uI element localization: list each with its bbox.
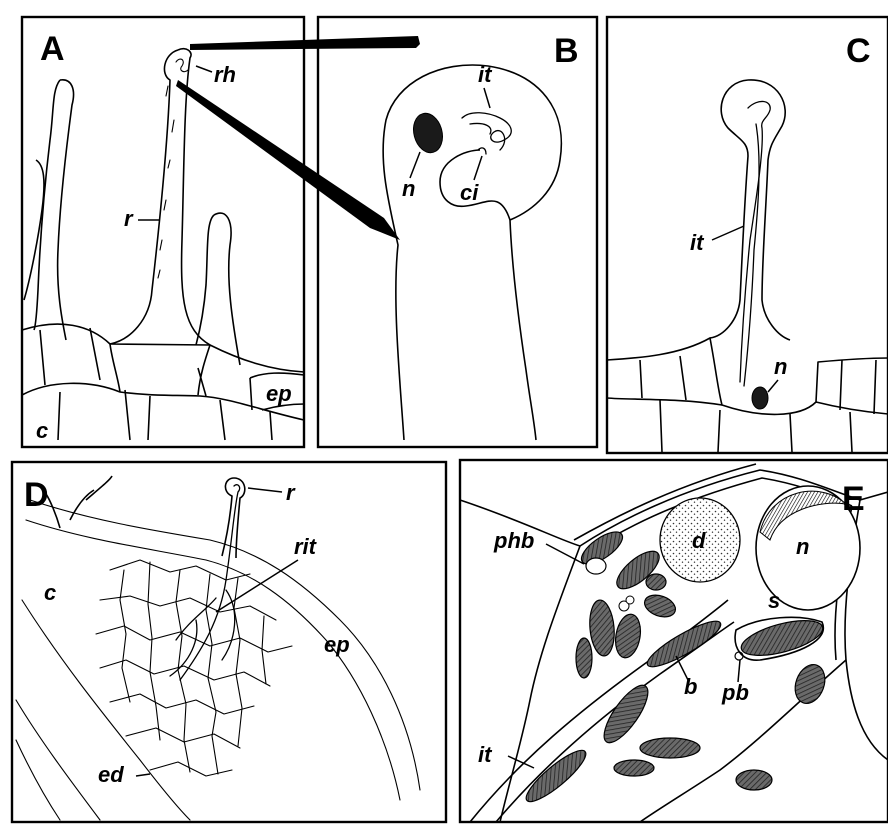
panel-e-letter: E — [842, 480, 865, 518]
panel-e-label-n: n — [796, 534, 809, 559]
panel-c-label-n: n — [774, 354, 787, 379]
panel-d-label-c: c — [44, 580, 56, 605]
panel-d-label-ed: ed — [98, 762, 124, 787]
panel-e-label-d: d — [692, 528, 706, 553]
panel-d-letter: D — [24, 476, 49, 514]
panel-d-label-rit: rit — [294, 534, 318, 559]
panel-b-label-ci: ci — [460, 180, 479, 205]
panel-c-label-it: it — [690, 230, 705, 255]
panel-a-letter: A — [40, 30, 65, 68]
panel-e-label-b: b — [684, 674, 697, 699]
panel-a-label-rh: rh — [214, 62, 236, 87]
panel-a: A rh r ep c — [22, 17, 304, 447]
panel-b-label-it: it — [478, 62, 493, 87]
panel-a-label-c: c — [36, 418, 48, 443]
panel-d: D r rit c ep ed — [12, 462, 446, 822]
panel-b-letter: B — [554, 32, 579, 70]
panel-c-nucleus — [752, 387, 768, 409]
panel-e-label-phb: phb — [493, 528, 534, 553]
panel-e-label-s: s — [768, 588, 780, 613]
panel-e-label-pb: pb — [721, 680, 749, 705]
panel-d-label-r: r — [286, 480, 296, 505]
panel-a-label-r: r — [124, 206, 134, 231]
panel-b-label-n: n — [402, 176, 415, 201]
panel-e-label-it: it — [478, 742, 493, 767]
panel-c-letter: C — [846, 32, 871, 70]
panel-c: C it n — [607, 17, 888, 453]
panel-a-label-ep: ep — [266, 381, 292, 406]
panel-d-label-ep: ep — [324, 632, 350, 657]
panel-e: E phb d n s b pb it — [460, 460, 888, 822]
